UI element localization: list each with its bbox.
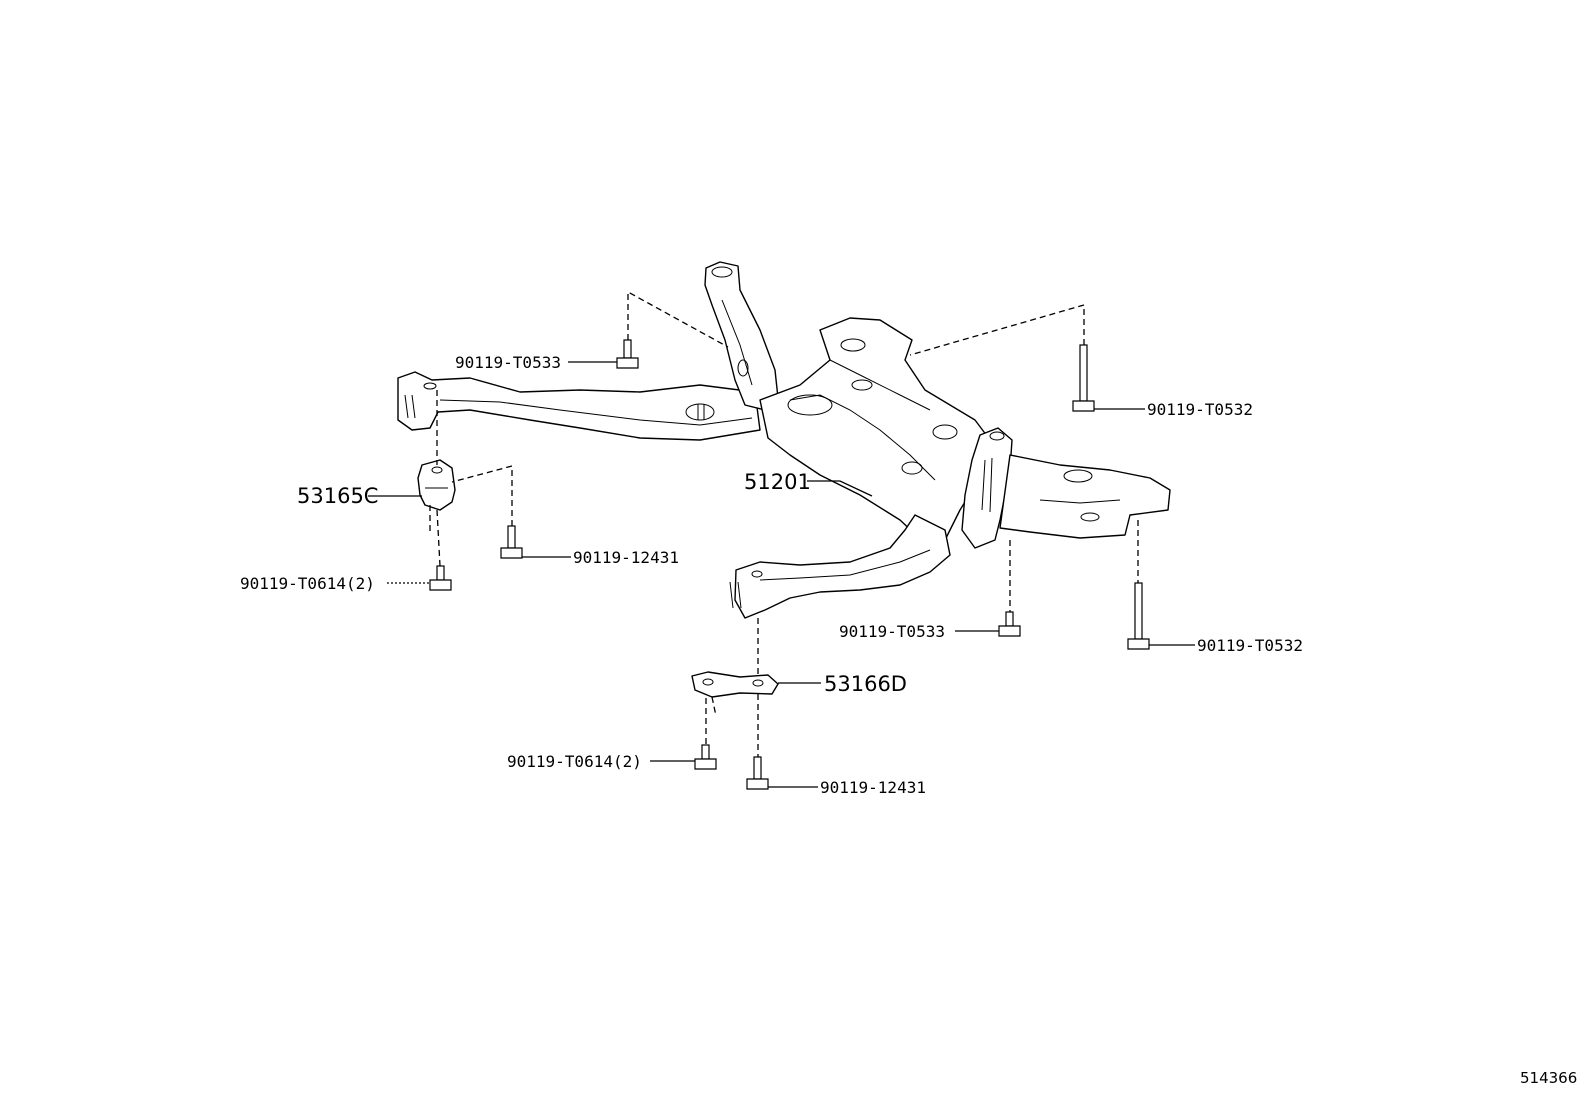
bracket-53166d <box>691 671 779 698</box>
callout-51201: 51201 <box>744 470 811 494</box>
assembly-lines <box>429 290 1139 757</box>
bolt-icon <box>500 525 523 559</box>
callout-53165c: 53165C <box>297 484 378 508</box>
bracket-53165c <box>417 459 456 511</box>
leader-lines <box>368 361 1195 788</box>
callout-53166d: 53166D <box>824 672 907 696</box>
bolt-icon <box>429 565 452 591</box>
bolt-icon <box>616 339 639 369</box>
callout-90119-t0533-upper: 90119-T0533 <box>455 353 561 372</box>
bolt-icon <box>998 611 1021 637</box>
bolt-icon <box>1072 344 1095 412</box>
callout-90119-t0614-left: 90119-T0614(2) <box>240 574 375 593</box>
bolt-icon <box>1127 582 1150 650</box>
callout-90119-12431-left: 90119-12431 <box>573 548 679 567</box>
diagram-id: 514366 <box>1520 1069 1577 1087</box>
bolt-icon <box>746 756 769 790</box>
callout-90119-t0614-lower: 90119-T0614(2) <box>507 752 642 771</box>
crossmember-51201 <box>397 261 1171 619</box>
callout-90119-t0532-lower: 90119-T0532 <box>1197 636 1303 655</box>
callout-90119-t0533-lower: 90119-T0533 <box>839 622 945 641</box>
bolt-icon <box>694 744 717 770</box>
callout-90119-12431-lower: 90119-12431 <box>820 778 926 797</box>
callout-90119-t0532-upper: 90119-T0532 <box>1147 400 1253 419</box>
